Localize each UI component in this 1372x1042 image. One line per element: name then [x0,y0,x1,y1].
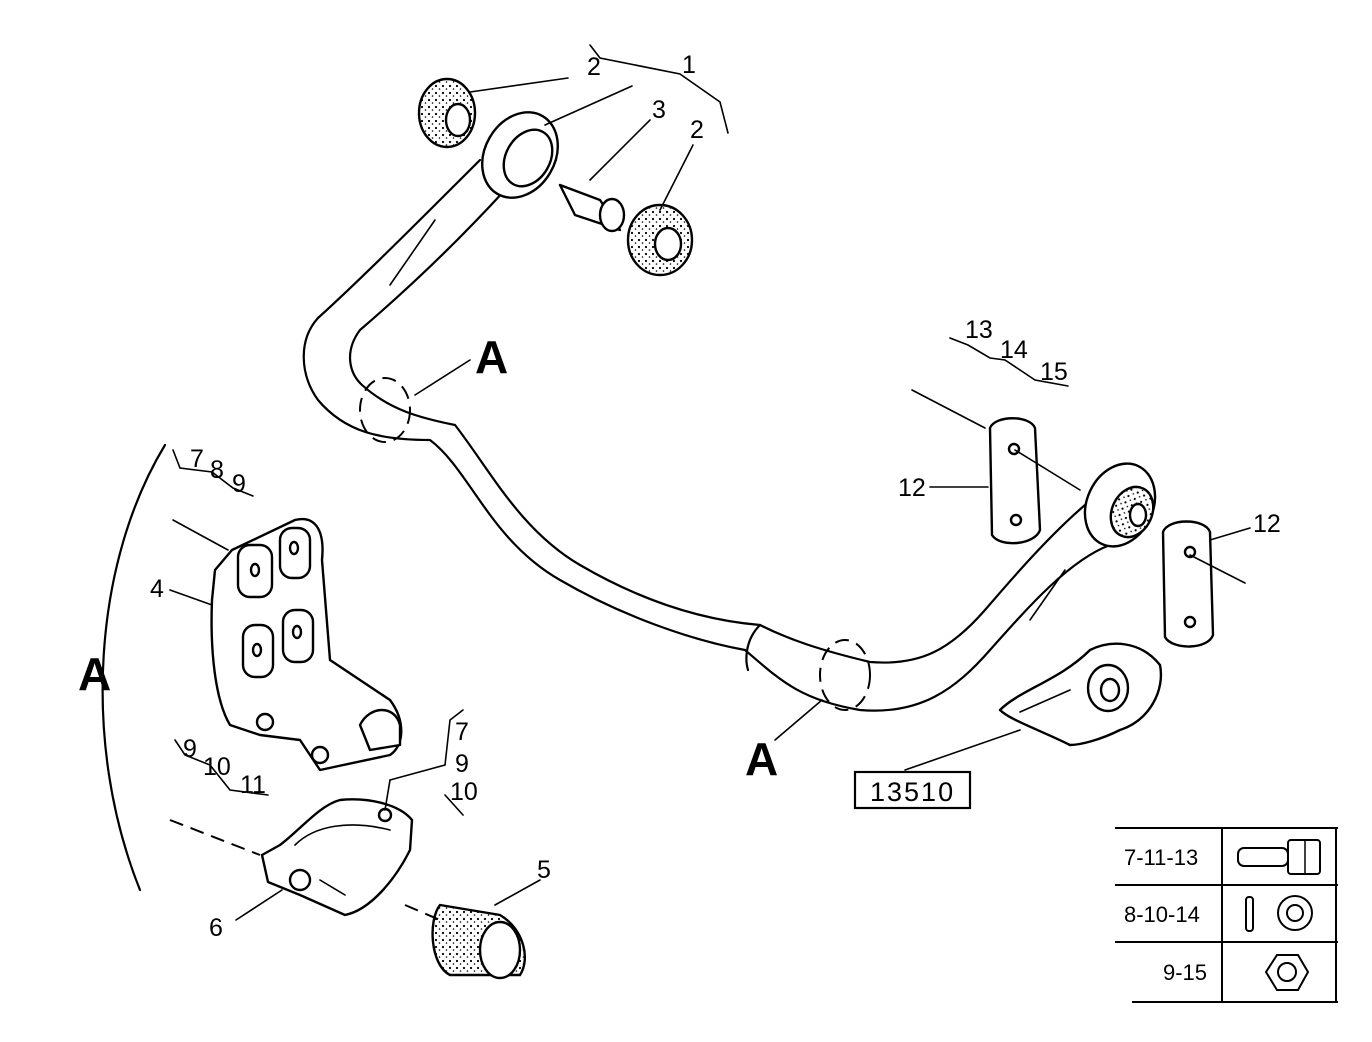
fastener-row-1-label: 7-11-13 [1124,845,1198,870]
section-marks: A A A [78,331,778,785]
callout-7-top: 7 [190,445,204,473]
callout-2-right: 2 [690,116,704,144]
fastener-row-3-label: 9-15 [1163,960,1207,985]
callout-9-bottom: 9 [183,735,197,763]
mounting-bracket [210,517,403,772]
callout-labels: 1 2 3 2 13 14 15 12 12 7 8 9 4 9 10 11 7… [150,51,1281,942]
callout-11-bottom: 11 [240,771,266,799]
fastener-table: 7-11-13 8-10-14 9-15 [1115,827,1338,1003]
fastener-row-2-label: 8-10-14 [1124,902,1200,927]
callout-1: 1 [682,51,696,79]
reference-code-box: 13510 [853,770,972,810]
link-plate-left [988,417,1042,545]
bolt-icon [1237,839,1321,875]
callout-10-mid: 10 [450,778,478,806]
washer-icon [1245,895,1313,932]
callout-2-left: 2 [587,53,601,81]
stabilizer-bushing [431,903,527,980]
callout-3: 3 [652,96,666,124]
callout-5: 5 [537,856,551,884]
callout-10-bottom: 10 [203,753,231,781]
section-mark-a-top: A [475,331,508,383]
section-mark-a-bottom: A [745,733,778,785]
link-plate-right [1161,520,1215,648]
callout-9-top: 9 [232,470,246,498]
leader-lines [169,77,1251,921]
callout-13: 13 [965,316,993,344]
callout-9-mid: 9 [455,750,469,778]
section-mark-a-left: A [78,648,111,700]
reference-code: 13510 [870,777,955,807]
callout-14: 14 [1000,336,1028,364]
stabilizer-bar [302,111,1157,712]
callout-8-top: 8 [210,456,224,484]
callout-7-mid: 7 [455,718,469,746]
callout-6: 6 [209,914,223,942]
callout-15: 15 [1040,358,1068,386]
spacer-sleeve [558,183,626,233]
callout-12-left: 12 [898,474,926,502]
upper-bushing-right [626,203,694,277]
callout-4: 4 [150,575,164,603]
clamp-cap [260,798,414,917]
lower-mount-bracket [998,642,1163,747]
callout-12-right: 12 [1253,510,1281,538]
nut-icon [1264,954,1310,991]
upper-bushing-left [417,77,477,149]
